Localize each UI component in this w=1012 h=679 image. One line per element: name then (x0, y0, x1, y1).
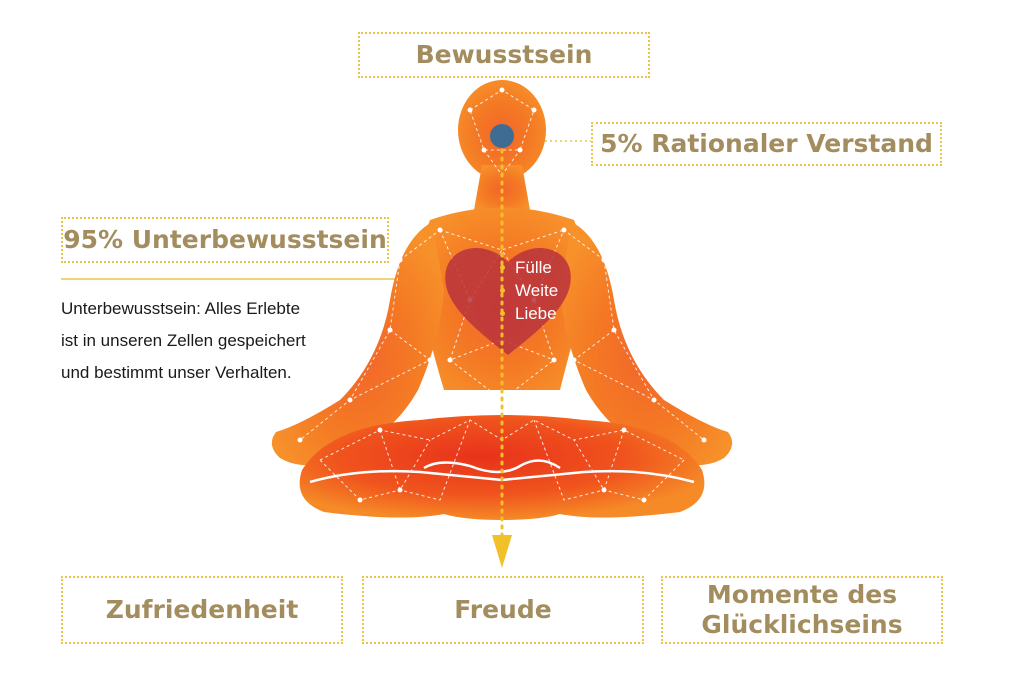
description-line: ist in unseren Zellen gespeichert (61, 331, 306, 350)
label-freude-text: Freude (454, 595, 552, 624)
heart-item: Liebe (500, 302, 558, 325)
crown-chakra-dot-icon (490, 124, 514, 148)
label-momente-line2: Glücklichseins (701, 610, 903, 639)
label-bewusstsein: Bewusstsein (358, 32, 650, 78)
label-zufriedenheit-text: Zufriedenheit (105, 595, 299, 624)
label-unterbewusstsein: 95% Unterbewusstsein (61, 217, 389, 263)
label-momente-des-gluecklichseins: Momente des Glücklichseins (661, 576, 943, 644)
label-rationaler-verstand-text: 5% Rationaler Verstand (600, 129, 933, 158)
heart-item: Fülle (500, 256, 558, 279)
label-bewusstsein-text: Bewusstsein (415, 40, 593, 69)
heart-items-list: Fülle Weite Liebe (500, 256, 558, 325)
label-rationaler-verstand: 5% Rationaler Verstand (591, 122, 942, 166)
down-arrow-icon (492, 535, 512, 568)
description-line: und bestimmt unser Verhalten. (61, 363, 292, 382)
unterbewusstsein-description: Unterbewusstsein: Alles Erlebte ist in u… (61, 293, 391, 389)
heart-shape-icon (445, 248, 571, 355)
label-zufriedenheit: Zufriedenheit (61, 576, 343, 644)
description-line: Unterbewusstsein: Alles Erlebte (61, 299, 301, 318)
label-unterbewusstsein-text: 95% Unterbewusstsein (63, 225, 387, 254)
label-freude: Freude (362, 576, 644, 644)
heart-item: Weite (500, 279, 558, 302)
label-momente-line1: Momente des (706, 580, 898, 609)
